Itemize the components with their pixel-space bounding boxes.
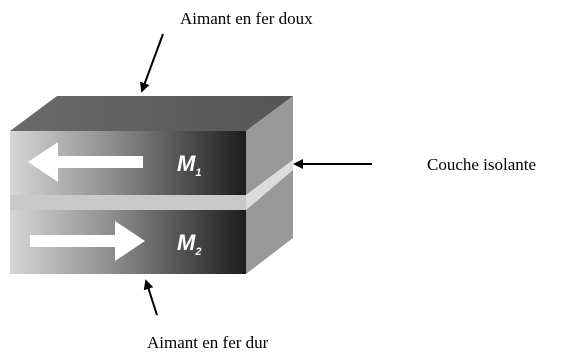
insulating-layer-side-face [246,160,293,210]
m2-label: M2 [177,230,201,258]
label-insulating-layer: Couche isolante [427,155,536,174]
m1-label: M1 [177,151,201,179]
upper-layer-side-face [246,96,293,195]
label-hard-iron-magnet: Aimant en fer dur [147,333,269,352]
magnetization-arrow-left [28,142,143,182]
bottom-pointer-arrow [143,279,158,316]
block-top-face [10,96,293,131]
lower-layer-side-face [246,170,293,274]
label-soft-iron-magnet: Aimant en fer doux [180,9,313,28]
magnetization-arrow-right [30,221,145,261]
top-pointer-arrow [140,33,164,93]
insulating-layer [10,195,246,210]
